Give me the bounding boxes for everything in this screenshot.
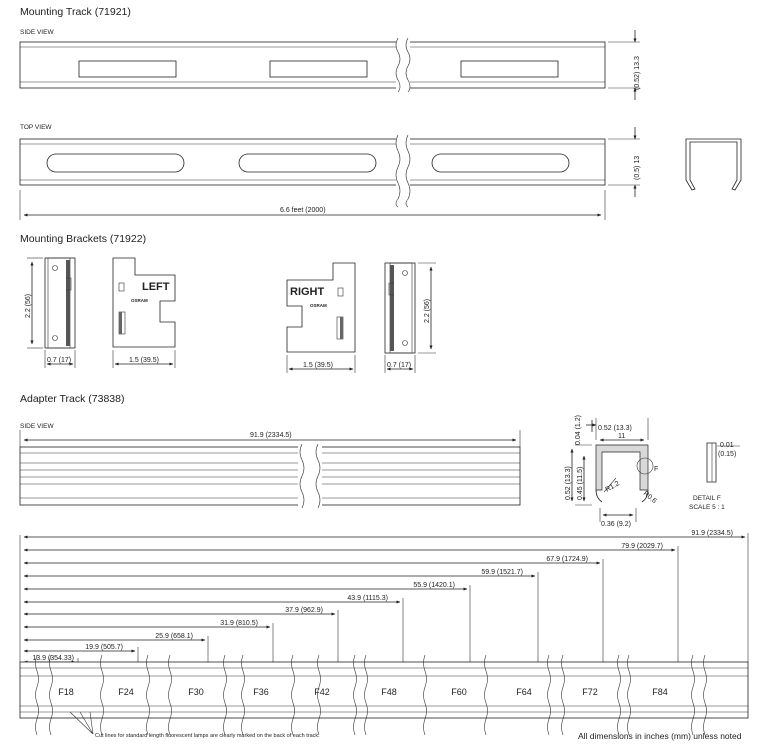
break-line [146,654,150,736]
cut-line-dimension-label: 91.9 (2334.5) [691,530,733,537]
detail-f-dim-a: 0.01 [720,442,734,449]
adapter-track-title: Adapter Track (73838) [20,393,124,405]
mt-slot [78,60,177,78]
break-line [291,654,295,736]
break-line [353,654,357,736]
right-bracket-front-view [286,262,356,373]
left-bracket-depth-dim: 0.7 (17) [47,357,71,364]
break-line [35,654,39,736]
cut-line-dimension-label: 59.9 (1521.7) [481,569,523,576]
at-profile-bottom-dim: 0.36 (9.2) [601,521,631,528]
break-line [223,654,227,736]
mounting-track-profile [685,138,742,191]
cut-line-dimension-label: 37.9 (962.9) [285,607,323,614]
left-bracket-width-dim: 1.5 (39.5) [129,357,159,364]
cut-line-dimension-label: 79.9 (2029.7) [621,543,663,550]
at-length-dim: 91.9 (2334.5) [250,432,292,439]
cut-lines-callout [69,711,94,735]
at-profile-top-dim: 0.52 (13.3) [598,425,632,432]
right-bracket-side-view [384,262,436,373]
break-line [49,654,53,736]
break-line [241,654,245,736]
cut-line-dimension-label: 25.9 (658.1) [155,633,193,640]
adapter-track-side-view [19,430,521,509]
mt-side-view-label: SIDE VIEW [20,29,54,36]
mounting-brackets-title: Mounting Brackets (71922) [20,233,146,245]
mounting-track-top-view [19,127,640,220]
mounting-track-side-view [19,30,640,100]
at-profile-inner-dim: 11 [618,433,625,440]
break-line [703,654,707,736]
cut-line-dimension-label: 67.9 (1724.9) [546,556,588,563]
break-line [627,654,631,736]
mt-slot-oval [238,153,377,173]
break-line [691,654,695,736]
lamp-label-f36: F36 [253,687,269,697]
lamp-label-f42: F42 [314,687,330,697]
at-profile-detail-marker: F [654,466,658,473]
right-brand-logo: OSRAM [310,303,327,308]
cut-lines-track: F18 F24 F30 F36 F42 F48 F60 F64 F72 F84 [19,535,749,736]
cut-line-dimension-label: 43.9 (1115.3) [347,595,388,602]
cut-line-dimension-label: 19.9 (505.7) [85,644,123,651]
at-profile-radius: R1.2 [605,480,621,494]
footer-note: All dimensions in inches (mm) unless not… [578,731,742,741]
adapter-track-profile [570,418,654,522]
left-bracket-side-view [27,257,76,368]
detail-f-scale: SCALE 5 : 1 [689,504,725,511]
break-line [423,654,427,736]
right-bracket-width-dim: 1.5 (39.5) [303,362,333,369]
right-bracket-depth-dim: 0.7 (17) [387,362,411,369]
at-profile-h1-dim: 0.52 (13.3) [565,466,572,500]
cut-line-dimension-label: 55.9 (1420.1) [413,582,455,589]
lamp-label-f60: F60 [451,687,467,697]
mt-top-view-label: TOP VIEW [20,124,52,131]
at-profile-radius2: R0.6 [642,490,658,505]
lamp-label-f64: F64 [516,687,532,697]
lamp-label-f72: F72 [582,687,598,697]
at-profile-gap-dim: 0.04 (1.2) [575,415,582,445]
break-line [168,654,172,736]
break-line [317,654,321,736]
lamp-label-f30: F30 [188,687,204,697]
cut-line-dimension-label: 13.9 (354.33) [32,655,74,662]
break-line [100,654,104,736]
detail-f-drawing [706,442,740,483]
left-bracket-height-dim: 2.2 (56) [25,294,32,318]
right-label: RIGHT [290,286,325,298]
detail-f-label: DETAIL F [693,495,721,502]
left-bracket-front-view [112,257,176,368]
at-side-view-label: SIDE VIEW [20,423,54,430]
cut-line-dimension-label: 31.9 (810.5) [220,620,258,627]
detail-f-dim-b: (0.15) [718,451,736,458]
mt-top-height-dim: (0.5) 13 [634,156,641,180]
break-line [484,654,488,736]
break-line [364,654,368,736]
mt-slot-oval [46,153,185,173]
lamp-label-f24: F24 [118,687,134,697]
mt-side-height-dim: (0.52) 13.3 [634,56,641,90]
break-line [617,654,621,736]
cut-lines-note: Cut lines for standard length fluorescen… [95,733,320,739]
at-profile-h2-dim: 0.45 (11.5) [577,467,584,500]
break-line [547,654,551,736]
lamp-label-f84: F84 [652,687,668,697]
lamp-label-f48: F48 [381,687,397,697]
mt-slot [460,60,559,78]
mt-slot-oval [431,153,570,173]
break-line [561,654,565,736]
left-brand-logo: OSRAM [131,298,148,303]
mt-length-dim: 6.6 feet (2000) [280,207,326,214]
left-label: LEFT [142,281,170,293]
cut-lines-dimension-chart: 91.9 (2334.5) 79.9 (2029.7) 67.9 (1724.9) 5… [23,530,749,664]
lamp-label-f18: F18 [58,687,74,697]
right-bracket-height-dim: 2.2 (56) [424,299,431,323]
mounting-track-title: Mounting Track (71921) [20,6,131,18]
mt-slot [269,60,368,78]
